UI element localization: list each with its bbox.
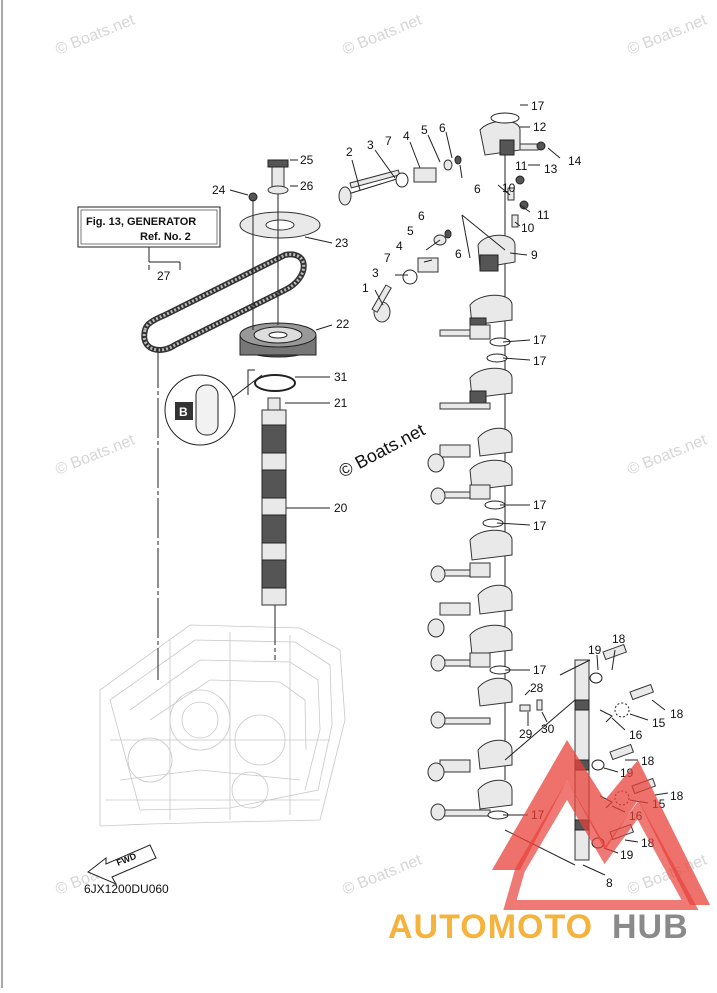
logo-text-hub: HUB (612, 908, 689, 946)
part-labels: 17 12 14 13 2 3 7 4 5 6 6 11 10 11 10 25… (157, 99, 684, 890)
label-17f: 17 (533, 663, 547, 677)
label-6d: 6 (455, 247, 462, 261)
label-18b: 18 (670, 707, 684, 721)
label-17e: 17 (533, 519, 547, 533)
callout-line2: Ref. No. 2 (140, 231, 191, 243)
label-10b: 10 (521, 221, 535, 235)
label-31: 31 (334, 370, 348, 384)
watermark: © Boats.net (53, 11, 138, 58)
label-4b: 4 (396, 239, 403, 253)
rocker-unit (430, 624, 513, 672)
diagram-code: 6JX1200DU060 (84, 882, 169, 896)
label-28: 28 (530, 681, 544, 695)
label-25: 25 (300, 153, 314, 167)
label-17c: 17 (533, 354, 547, 368)
rocker-unit (430, 459, 513, 505)
engine-block (99, 624, 346, 827)
label-7b: 7 (384, 251, 391, 265)
center-watermark: © Boats.net (335, 420, 428, 482)
label-6c: 6 (418, 209, 425, 223)
label-6b: 6 (474, 182, 481, 196)
label-30: 30 (541, 722, 555, 736)
label-18d: 18 (670, 789, 684, 803)
label-6: 6 (439, 121, 446, 135)
cam-pulley (239, 159, 321, 358)
rocker-unit (427, 739, 513, 782)
label-5: 5 (421, 123, 428, 137)
label-22: 22 (336, 317, 350, 331)
label-7: 7 (385, 134, 392, 148)
label-18: 18 (612, 632, 626, 646)
label-20: 20 (334, 501, 348, 515)
rocker-unit (430, 779, 513, 821)
svg-text:B: B (179, 405, 188, 419)
valve-group-left (338, 155, 462, 323)
label-12: 12 (533, 120, 547, 134)
logo-text-automoto: AUTOMOTO (388, 908, 593, 946)
watermark: © Boats.net (625, 11, 710, 58)
watermark: © Boats.net (340, 11, 425, 58)
label-23: 23 (335, 236, 349, 250)
rocker-unit (439, 367, 513, 410)
label-5b: 5 (407, 224, 414, 238)
label-17: 17 (531, 99, 545, 113)
label-9: 9 (531, 248, 538, 262)
label-29: 29 (519, 727, 533, 741)
watermark: © Boats.net (53, 431, 138, 478)
generator-callout: Fig. 13, GENERATOR Ref. No. 2 (77, 206, 221, 270)
label-1: 1 (362, 281, 369, 295)
rocker-unit (430, 677, 513, 729)
sealant-icon: B (164, 374, 263, 446)
watermark: © Boats.net (625, 431, 710, 478)
label-2: 2 (346, 145, 353, 159)
label-19c: 19 (620, 848, 634, 862)
label-11b: 11 (537, 208, 550, 222)
rocker-unit (427, 427, 513, 473)
rocker-unit (439, 294, 513, 340)
label-19: 19 (588, 643, 602, 657)
oil-seal (247, 369, 296, 395)
label-21: 21 (334, 396, 348, 410)
label-4: 4 (403, 129, 410, 143)
rocker-unit (430, 529, 513, 583)
rocker-arm-stack (427, 112, 521, 821)
label-24: 24 (212, 183, 226, 197)
label-8: 8 (606, 876, 613, 890)
timing-belt (141, 251, 307, 680)
label-27: 27 (157, 269, 171, 283)
camshaft (261, 397, 287, 660)
label-10: 10 (502, 181, 516, 195)
label-11: 11 (515, 159, 528, 173)
callout-line1: Fig. 13, GENERATOR (86, 216, 196, 228)
label-17d: 17 (533, 498, 547, 512)
automotohub-logo: AUTOMOTO HUB (388, 740, 710, 946)
label-26: 26 (300, 179, 314, 193)
label-14: 14 (568, 154, 582, 168)
watermark: © Boats.net (340, 851, 425, 898)
label-18c: 18 (641, 754, 655, 768)
label-3b: 3 (372, 266, 379, 280)
small-parts (461, 141, 546, 712)
label-16: 16 (629, 728, 643, 742)
label-17b: 17 (533, 333, 547, 347)
label-3: 3 (367, 138, 374, 152)
label-13: 13 (544, 162, 558, 176)
rocker-unit (427, 584, 513, 638)
label-15: 15 (652, 716, 666, 730)
